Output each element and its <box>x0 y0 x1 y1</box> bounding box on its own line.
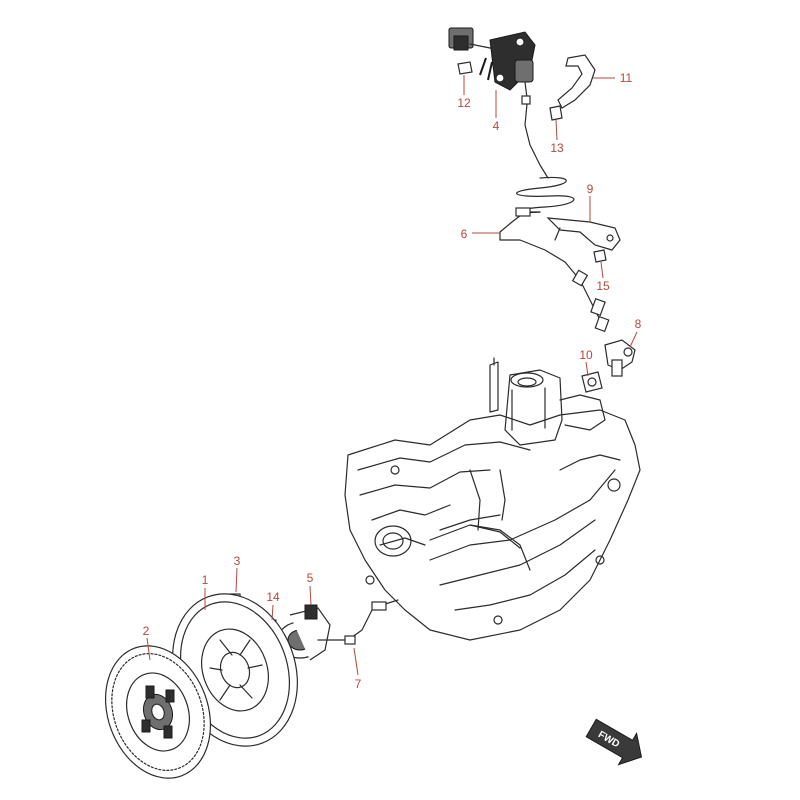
leader-5 <box>309 585 312 606</box>
callout-13: 13 <box>550 141 564 155</box>
callout-2: 2 <box>143 624 150 638</box>
hose-7 <box>344 599 399 645</box>
transmission-housing <box>344 357 641 641</box>
callout-5: 5 <box>307 571 314 585</box>
callout-10: 10 <box>579 348 593 362</box>
clutch-pipe <box>499 103 610 333</box>
nut-15 <box>593 249 607 263</box>
callout-labels: 1 2 3 4 5 6 7 8 9 10 11 12 13 14 15 <box>143 71 642 691</box>
leader-3 <box>235 567 238 593</box>
leader-15 <box>600 261 604 279</box>
leader-13 <box>555 119 558 141</box>
nut-12 <box>457 61 473 75</box>
callout-8: 8 <box>635 317 642 331</box>
reservoir-hose <box>557 54 596 109</box>
bracket-9 <box>546 217 621 251</box>
callout-6: 6 <box>461 227 468 241</box>
fitting-10 <box>581 371 603 393</box>
fwd-arrow: FWD <box>585 718 643 766</box>
callout-15: 15 <box>596 279 610 293</box>
leader-10 <box>585 361 589 377</box>
callout-14: 14 <box>266 590 280 604</box>
leader-7 <box>353 647 359 676</box>
callout-3: 3 <box>234 554 241 568</box>
callout-9: 9 <box>587 182 594 196</box>
leader-14 <box>271 604 274 621</box>
union-8 <box>604 339 636 377</box>
master-cylinder <box>448 27 536 105</box>
leader-8 <box>629 331 638 348</box>
callout-11: 11 <box>620 71 633 85</box>
callout-1: 1 <box>202 573 209 587</box>
leader-2 <box>146 637 151 661</box>
clip-13 <box>549 105 563 121</box>
callout-7: 7 <box>355 677 362 691</box>
leader-lines <box>146 75 638 676</box>
callout-4: 4 <box>493 119 500 133</box>
callout-12: 12 <box>457 96 471 110</box>
clutch-disc <box>104 645 212 779</box>
